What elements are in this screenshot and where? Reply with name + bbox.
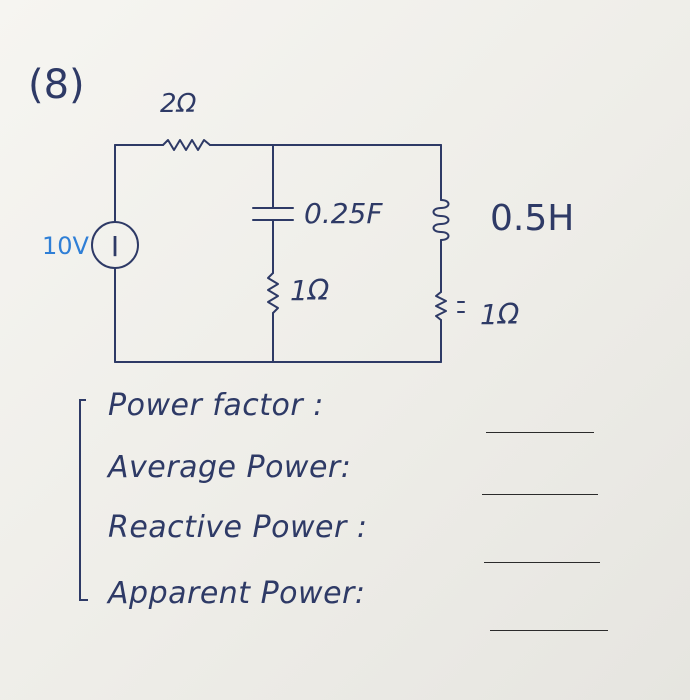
question-label: Reactive Power : bbox=[108, 510, 368, 545]
answer-line-power-factor[interactable] bbox=[486, 432, 594, 433]
right-resistor-tick bbox=[457, 301, 465, 313]
inductor-coil bbox=[432, 199, 450, 241]
inductor-resistor-label: 1Ω bbox=[480, 298, 520, 331]
source-voltage-label: 10V bbox=[42, 232, 90, 260]
question-label: Average Power: bbox=[108, 450, 352, 485]
series-resistor-zigzag bbox=[162, 139, 211, 151]
questions-bracket bbox=[79, 399, 88, 601]
answer-line-apparent-power[interactable] bbox=[490, 630, 608, 631]
question-label: Power factor : bbox=[108, 388, 324, 423]
capacitor-label: 0.25F bbox=[304, 197, 383, 230]
answer-line-average-power[interactable] bbox=[482, 494, 598, 495]
question-reactive-power: Reactive Power : bbox=[108, 510, 367, 554]
capacitor-resistor-label: 1Ω bbox=[290, 274, 330, 307]
answer-line-reactive-power[interactable] bbox=[484, 562, 600, 563]
question-label: Apparent Power: bbox=[108, 576, 366, 611]
inductor-label: 0.5H bbox=[490, 198, 574, 239]
middle-resistor-zigzag bbox=[267, 272, 279, 314]
question-average-power: Average Power: bbox=[108, 450, 351, 494]
voltage-source-symbol: I bbox=[111, 230, 119, 263]
voltage-source-circle bbox=[91, 221, 139, 269]
problem-number: (8) bbox=[28, 62, 85, 108]
question-power-factor: Power factor : bbox=[108, 388, 324, 432]
right-resistor-zigzag bbox=[435, 291, 447, 321]
question-apparent-power: Apparent Power: bbox=[108, 576, 365, 620]
series-resistor-label: 2Ω bbox=[160, 89, 197, 119]
